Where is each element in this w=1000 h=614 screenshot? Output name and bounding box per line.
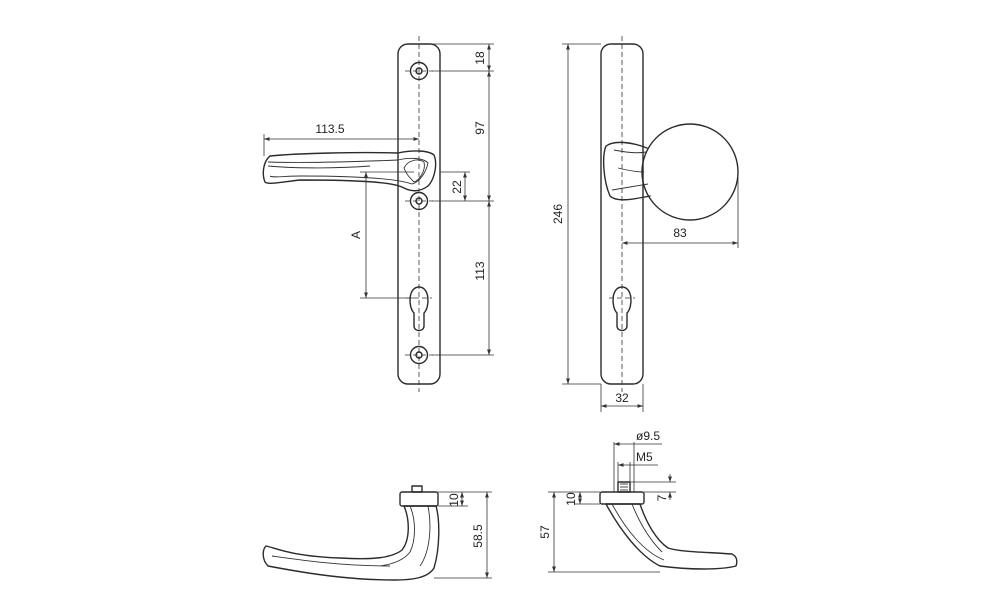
dimension-22: 22 bbox=[450, 172, 467, 201]
knob bbox=[641, 123, 739, 221]
dimension-M5: M5 bbox=[618, 450, 658, 467]
dim-label-113-5: 113.5 bbox=[315, 122, 344, 136]
dimension-246: 246 bbox=[551, 43, 601, 385]
dimension-113: 113 bbox=[473, 201, 491, 355]
dim-label-10-left: 10 bbox=[447, 493, 461, 507]
dim-label-M5: M5 bbox=[636, 450, 653, 464]
dim-label-22: 22 bbox=[450, 180, 464, 194]
dim-label-9-5: ø9.5 bbox=[636, 429, 660, 443]
screw-hole-bottom bbox=[405, 345, 433, 365]
cylinder-keyhole-front bbox=[409, 286, 429, 332]
rose-side-knob bbox=[599, 491, 645, 505]
dim-label-97: 97 bbox=[473, 121, 487, 135]
dimension-A: A bbox=[349, 171, 414, 299]
dimension-10-left: 10 bbox=[447, 492, 464, 507]
knob-neck bbox=[602, 141, 651, 201]
dim-label-57: 57 bbox=[538, 525, 552, 539]
spindle-square bbox=[411, 485, 423, 493]
side-view-knob: ø9.5 M5 7 10 57 bbox=[538, 429, 738, 573]
dimension-18: 18 bbox=[473, 44, 491, 71]
dimension-58-5: 58.5 bbox=[471, 492, 489, 578]
dimension-97: 97 bbox=[473, 71, 491, 201]
screw-hole-top bbox=[405, 61, 433, 81]
threaded-stud bbox=[617, 481, 631, 493]
dim-label-58-5: 58.5 bbox=[471, 524, 485, 548]
dim-label-246: 246 bbox=[551, 204, 565, 224]
dimension-10-right: 10 bbox=[564, 492, 582, 506]
dimension-32: 32 bbox=[600, 384, 644, 412]
lever-side bbox=[262, 505, 440, 581]
dim-label-18: 18 bbox=[473, 51, 487, 65]
dimension-113-5: 113.5 bbox=[263, 122, 419, 156]
dim-label-83: 83 bbox=[673, 226, 687, 240]
side-view-lever: 10 58.5 bbox=[262, 485, 492, 581]
dimension-7: 7 bbox=[655, 474, 672, 501]
lever-handle-front bbox=[262, 150, 437, 192]
cylinder-keyhole-knob bbox=[612, 286, 632, 332]
knob-view: 246 83 32 bbox=[551, 36, 739, 412]
rose-side bbox=[399, 491, 439, 507]
dimension-57: 57 bbox=[538, 492, 556, 572]
screw-hole-middle bbox=[405, 191, 433, 211]
dim-label-10-right: 10 bbox=[564, 492, 578, 506]
knob-side bbox=[605, 503, 738, 570]
dim-label-7: 7 bbox=[655, 494, 669, 501]
dim-label-32: 32 bbox=[615, 391, 629, 405]
dimension-diameter-9-5: ø9.5 bbox=[614, 429, 662, 446]
dim-label-113: 113 bbox=[473, 261, 487, 280]
dim-label-A: A bbox=[349, 231, 363, 239]
front-view: 113.5 A 18 97 22 bbox=[262, 36, 494, 392]
dimension-83: 83 bbox=[622, 172, 739, 248]
